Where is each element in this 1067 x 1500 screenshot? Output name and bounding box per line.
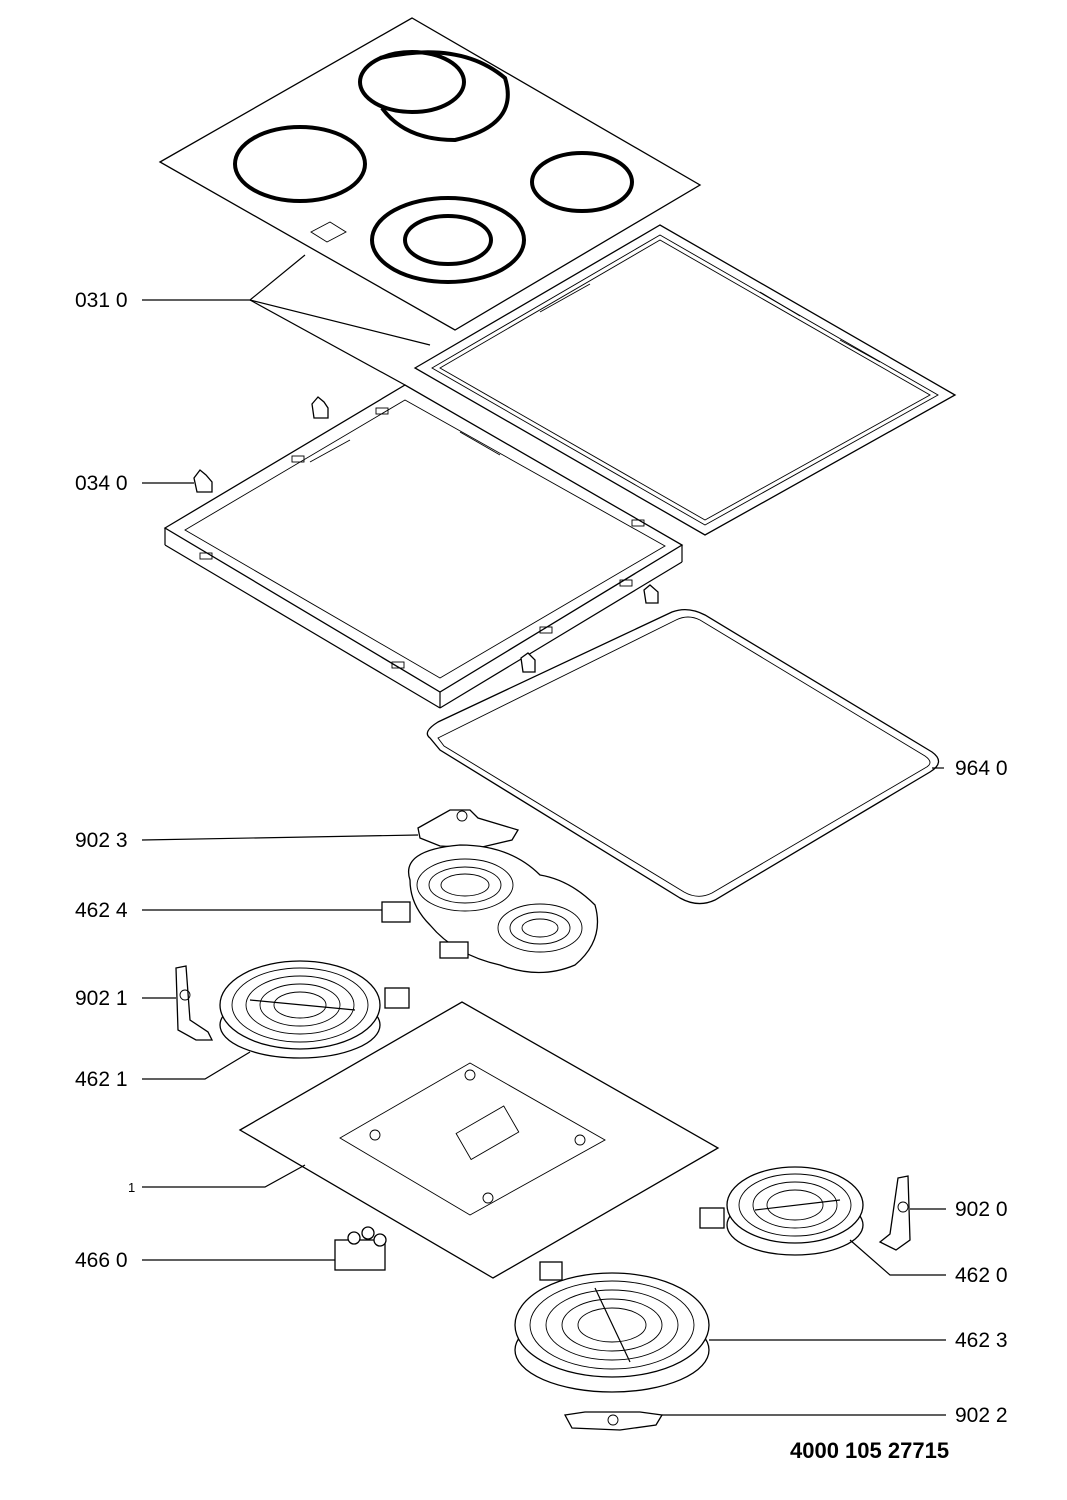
callout-462-4: 462 4 (75, 899, 128, 922)
bracket-902-3 (417, 809, 519, 849)
bracket-902-2 (563, 1411, 664, 1431)
callout-902-1: 902 1 (75, 987, 128, 1010)
gasket (426, 608, 940, 905)
leader-lines (141, 254, 946, 1416)
heater-462-0 (699, 1166, 864, 1256)
glass-ceramic-top (158, 17, 702, 331)
terminal-block (334, 1226, 387, 1271)
bracket-902-0 (878, 1175, 911, 1251)
base-plate (238, 1001, 720, 1279)
callout-462-1: 462 1 (75, 1068, 128, 1091)
callout-466-0: 466 0 (75, 1249, 128, 1272)
top-frame (413, 224, 957, 536)
callout-034-0: 034 0 (75, 472, 128, 495)
frame-clip (193, 396, 659, 673)
callout-964-0: 964 0 (955, 757, 1008, 780)
callout-031-0: 031 0 (75, 289, 128, 312)
callout-902-3: 902 3 (75, 829, 128, 852)
callout-462-0: 462 0 (955, 1264, 1008, 1287)
callout-902-0: 902 0 (955, 1198, 1008, 1221)
callout-1: 1 (128, 1180, 135, 1195)
metal-frame (163, 384, 684, 709)
callout-462-3: 462 3 (955, 1329, 1008, 1352)
heater-462-3 (514, 1261, 710, 1393)
callout-labels: 031 0 034 0 964 0 902 3 462 4 902 1 462 … (75, 289, 1008, 1427)
heater-462-1 (219, 960, 410, 1059)
document-number: 4000 105 27715 (790, 1438, 949, 1463)
heater-462-4 (381, 844, 599, 974)
bracket-902-1 (175, 965, 214, 1041)
callout-902-2: 902 2 (955, 1404, 1008, 1427)
